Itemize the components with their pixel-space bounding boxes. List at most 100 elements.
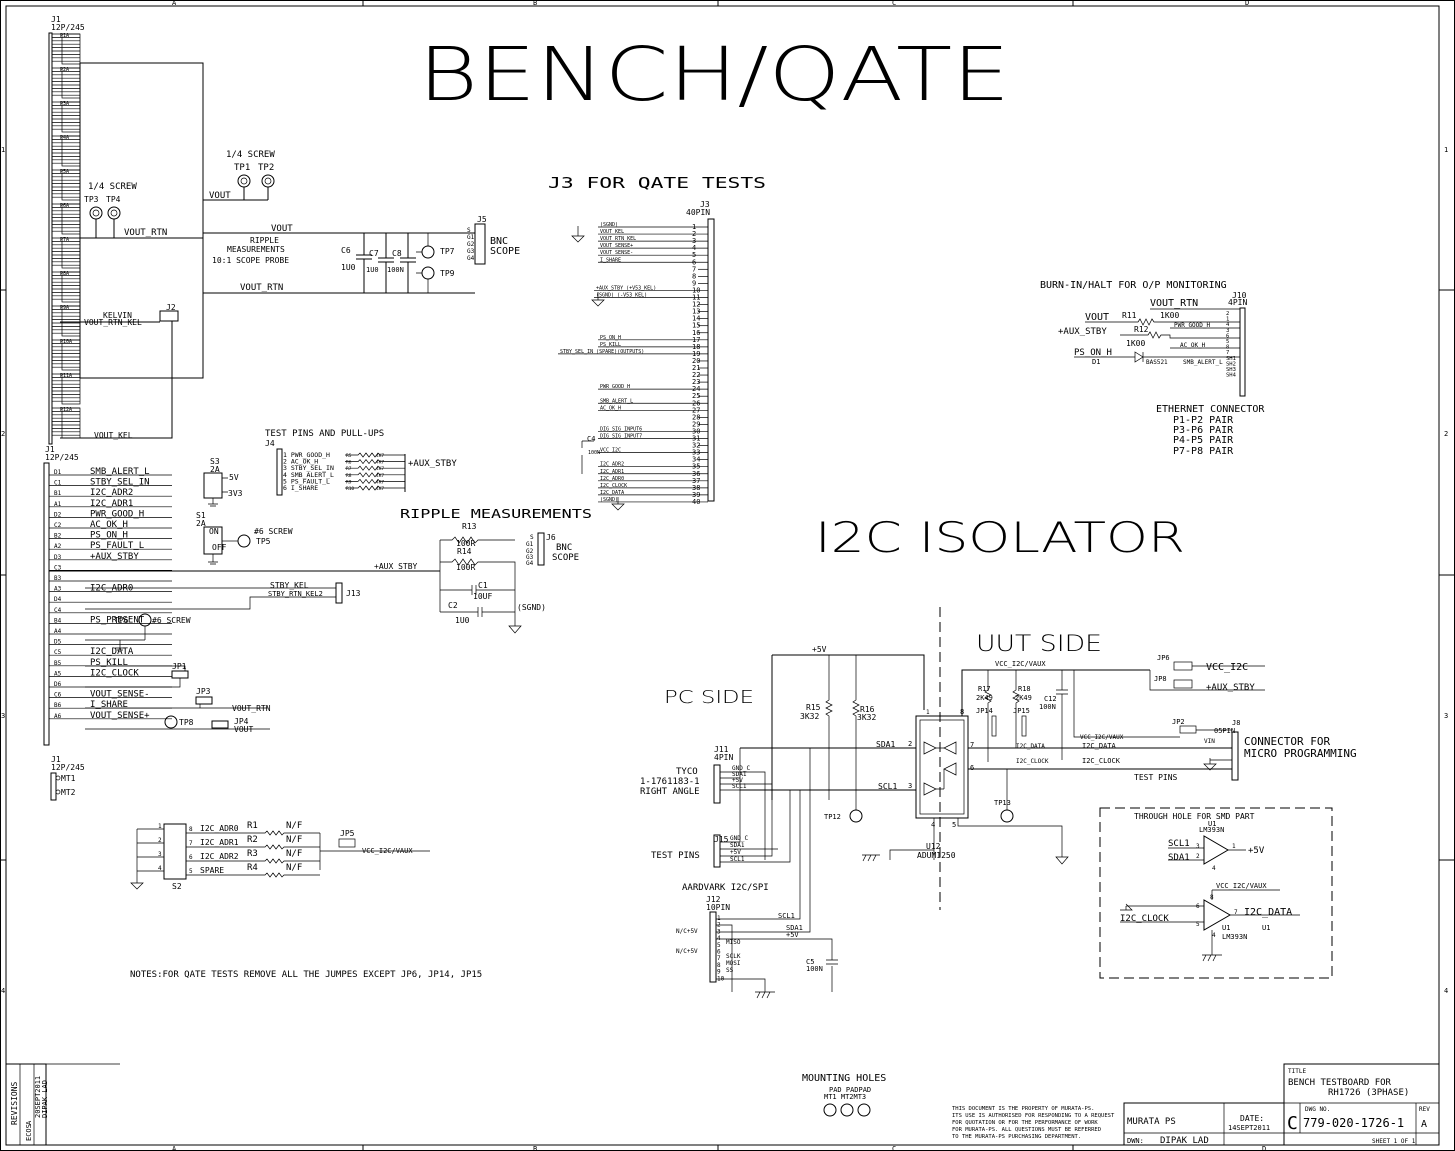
j4-net: +AUX_STBY <box>408 459 457 469</box>
j1-signal-pin: A5 <box>54 670 62 677</box>
disclaimer-line: FOR MURATA-PS. ALL QUESTIONS MUST BE REF… <box>952 1127 1101 1133</box>
j3-pin-number: 25 <box>692 392 700 400</box>
j3-signal-name: STBY_SEL_IN (SPARE)(OUTPUTS) <box>560 349 644 355</box>
zone-label-top: D <box>1245 0 1249 7</box>
sda1-label: SDA1 <box>786 924 803 932</box>
vout-rtn-label: VOUT_RTN <box>232 704 271 713</box>
tp3-terminal <box>89 206 103 220</box>
j4-resistor-value: 4K7 <box>376 473 384 479</box>
j4-resistor-ref: R6 <box>346 460 352 466</box>
j3-signal-name: VOUT_RTN_KEL <box>600 236 636 242</box>
jp4-jumper <box>211 720 229 729</box>
jp6-jumper <box>1173 661 1193 671</box>
j1-signal-pin: B5 <box>54 660 62 667</box>
c6-capacitor <box>356 233 372 293</box>
j4-resistor-value: 4K7 <box>376 460 384 466</box>
mounting-mt: MT1 MT2MT3 <box>824 1093 866 1101</box>
j3-signal-name: VOUT_KEL <box>600 229 624 235</box>
c7-ref: C7 <box>369 249 379 258</box>
j1-signal-pin: C1 <box>54 480 62 487</box>
notes-text: NOTES:FOR QATE TESTS REMOVE ALL THE JUMP… <box>130 970 482 980</box>
u12-pin: 7 <box>970 741 974 749</box>
j3-pin-number: 12 <box>692 301 700 309</box>
dip-resistor-ref: R3 <box>247 849 258 859</box>
j15-pin: SCL1 <box>730 856 745 863</box>
j4-resistor <box>345 478 405 484</box>
j1-signal-pin: D2 <box>54 511 62 518</box>
j1-signal-pin: A1 <box>54 501 62 508</box>
jp5-jumper <box>338 838 356 848</box>
i2c-isolator-title: I2C ISOLATOR <box>815 513 1185 562</box>
jp5-ref: JP5 <box>340 829 355 838</box>
dip-pin-left: 1 <box>158 823 162 830</box>
tp5-terminal <box>237 534 251 548</box>
sheet-size: C <box>1287 1113 1298 1134</box>
j1-signal-name: I_SHARE <box>90 700 128 710</box>
output-ripple-network: VOUT RIPPLE MEASUREMENTS 10:1 SCOPE PROB… <box>203 215 520 294</box>
smb-alert-label: SMB_ALERT_L <box>1183 359 1223 366</box>
j1-pin-label: P10A <box>60 339 72 345</box>
j1-part: 12P/245 <box>51 763 85 772</box>
j3-pin-number: 14 <box>692 315 700 323</box>
tp3-label: TP3 <box>84 195 99 204</box>
j4-resistor <box>345 465 405 471</box>
aux-label: +AUX_STBY <box>374 562 418 571</box>
u1b-comparator <box>1203 899 1232 931</box>
j10-pin: SH2 <box>1226 361 1236 367</box>
c4-ref: C4 <box>587 435 595 443</box>
j3-signal-name: I2C_CLOCK <box>600 483 627 489</box>
tp5-label: TP5 <box>256 537 271 546</box>
c5-ref: C5 <box>806 958 814 966</box>
r18-ref: R18 <box>1018 685 1031 693</box>
j1-signal-pin: B6 <box>54 702 62 709</box>
tp9-label: TP9 <box>440 269 455 278</box>
j3-signal-name: SMB_ALERT_L <box>600 398 633 404</box>
c1-capacitor <box>440 585 515 595</box>
j1-signal-pin: D4 <box>54 596 62 603</box>
j3-pin-number: 23 <box>692 378 700 386</box>
revisions-label: REVISIONS <box>10 1081 19 1125</box>
j1-signal-pin: D1 <box>54 469 62 476</box>
dip-resistor-value: N/F <box>286 835 302 845</box>
tp12-terminal <box>849 809 863 823</box>
j3-signal-name: I2C_ADR1 <box>600 469 624 475</box>
tp4-label: TP4 <box>106 195 121 204</box>
dip-resistor-value: N/F <box>286 821 302 831</box>
j1-pin-label: P11A <box>60 373 72 379</box>
j3-pin-number: 21 <box>692 364 700 372</box>
zone-label-bottom: B <box>533 1145 537 1151</box>
rev-label: REV <box>1419 1106 1430 1113</box>
j1-pin-label: P1A <box>60 33 69 39</box>
j10-pin: SH1 <box>1226 356 1236 362</box>
nc-5v-label: N/C+5V <box>676 928 698 935</box>
ripple-note: MEASUREMENTS <box>227 245 285 254</box>
j15-pin: GND_C <box>730 835 748 842</box>
s1-off: OFF <box>212 543 227 552</box>
mosi-label: MOSI <box>726 960 741 967</box>
date-label: DATE: <box>1240 1114 1264 1123</box>
c12-ref: C12 <box>1044 695 1057 703</box>
j1-mounting: J1 12P/245 MT1 MT2 <box>50 755 85 801</box>
bas-part: BAS521 <box>1146 359 1168 366</box>
dip-signal-name: I2C_ADR1 <box>200 838 239 847</box>
j1-signal-name: +AUX_STBY <box>90 552 139 562</box>
through-hole-title: THROUGH HOLE FOR SMD PART <box>1134 812 1255 821</box>
jp14-jumper <box>991 715 997 737</box>
j1-signal-pin: B2 <box>54 533 62 540</box>
zone-label-side: 3 <box>1 712 5 720</box>
j3-pin-number: 7 <box>692 265 696 273</box>
dip-resistor <box>186 872 320 878</box>
j15-body <box>713 834 721 868</box>
bnc-label: BNC <box>490 236 508 247</box>
stby-kel-label: STBY_KEL <box>270 581 309 590</box>
tp7-label: TP7 <box>440 247 455 256</box>
j2-ref: J2 <box>166 303 176 312</box>
j6-ref: J6 <box>546 533 556 542</box>
j4-pin-name: 5 PS_FAULT_L <box>283 477 330 485</box>
j1-signal-pin: C5 <box>54 649 62 656</box>
title-block: THIS DOCUMENT IS THE PROPERTY OF MURATA-… <box>952 1063 1440 1146</box>
vout-kel-label: VOUT_KEL <box>94 431 133 440</box>
j1-signal-pin: C6 <box>54 692 62 699</box>
dip-resistor-ref: R4 <box>247 863 258 873</box>
